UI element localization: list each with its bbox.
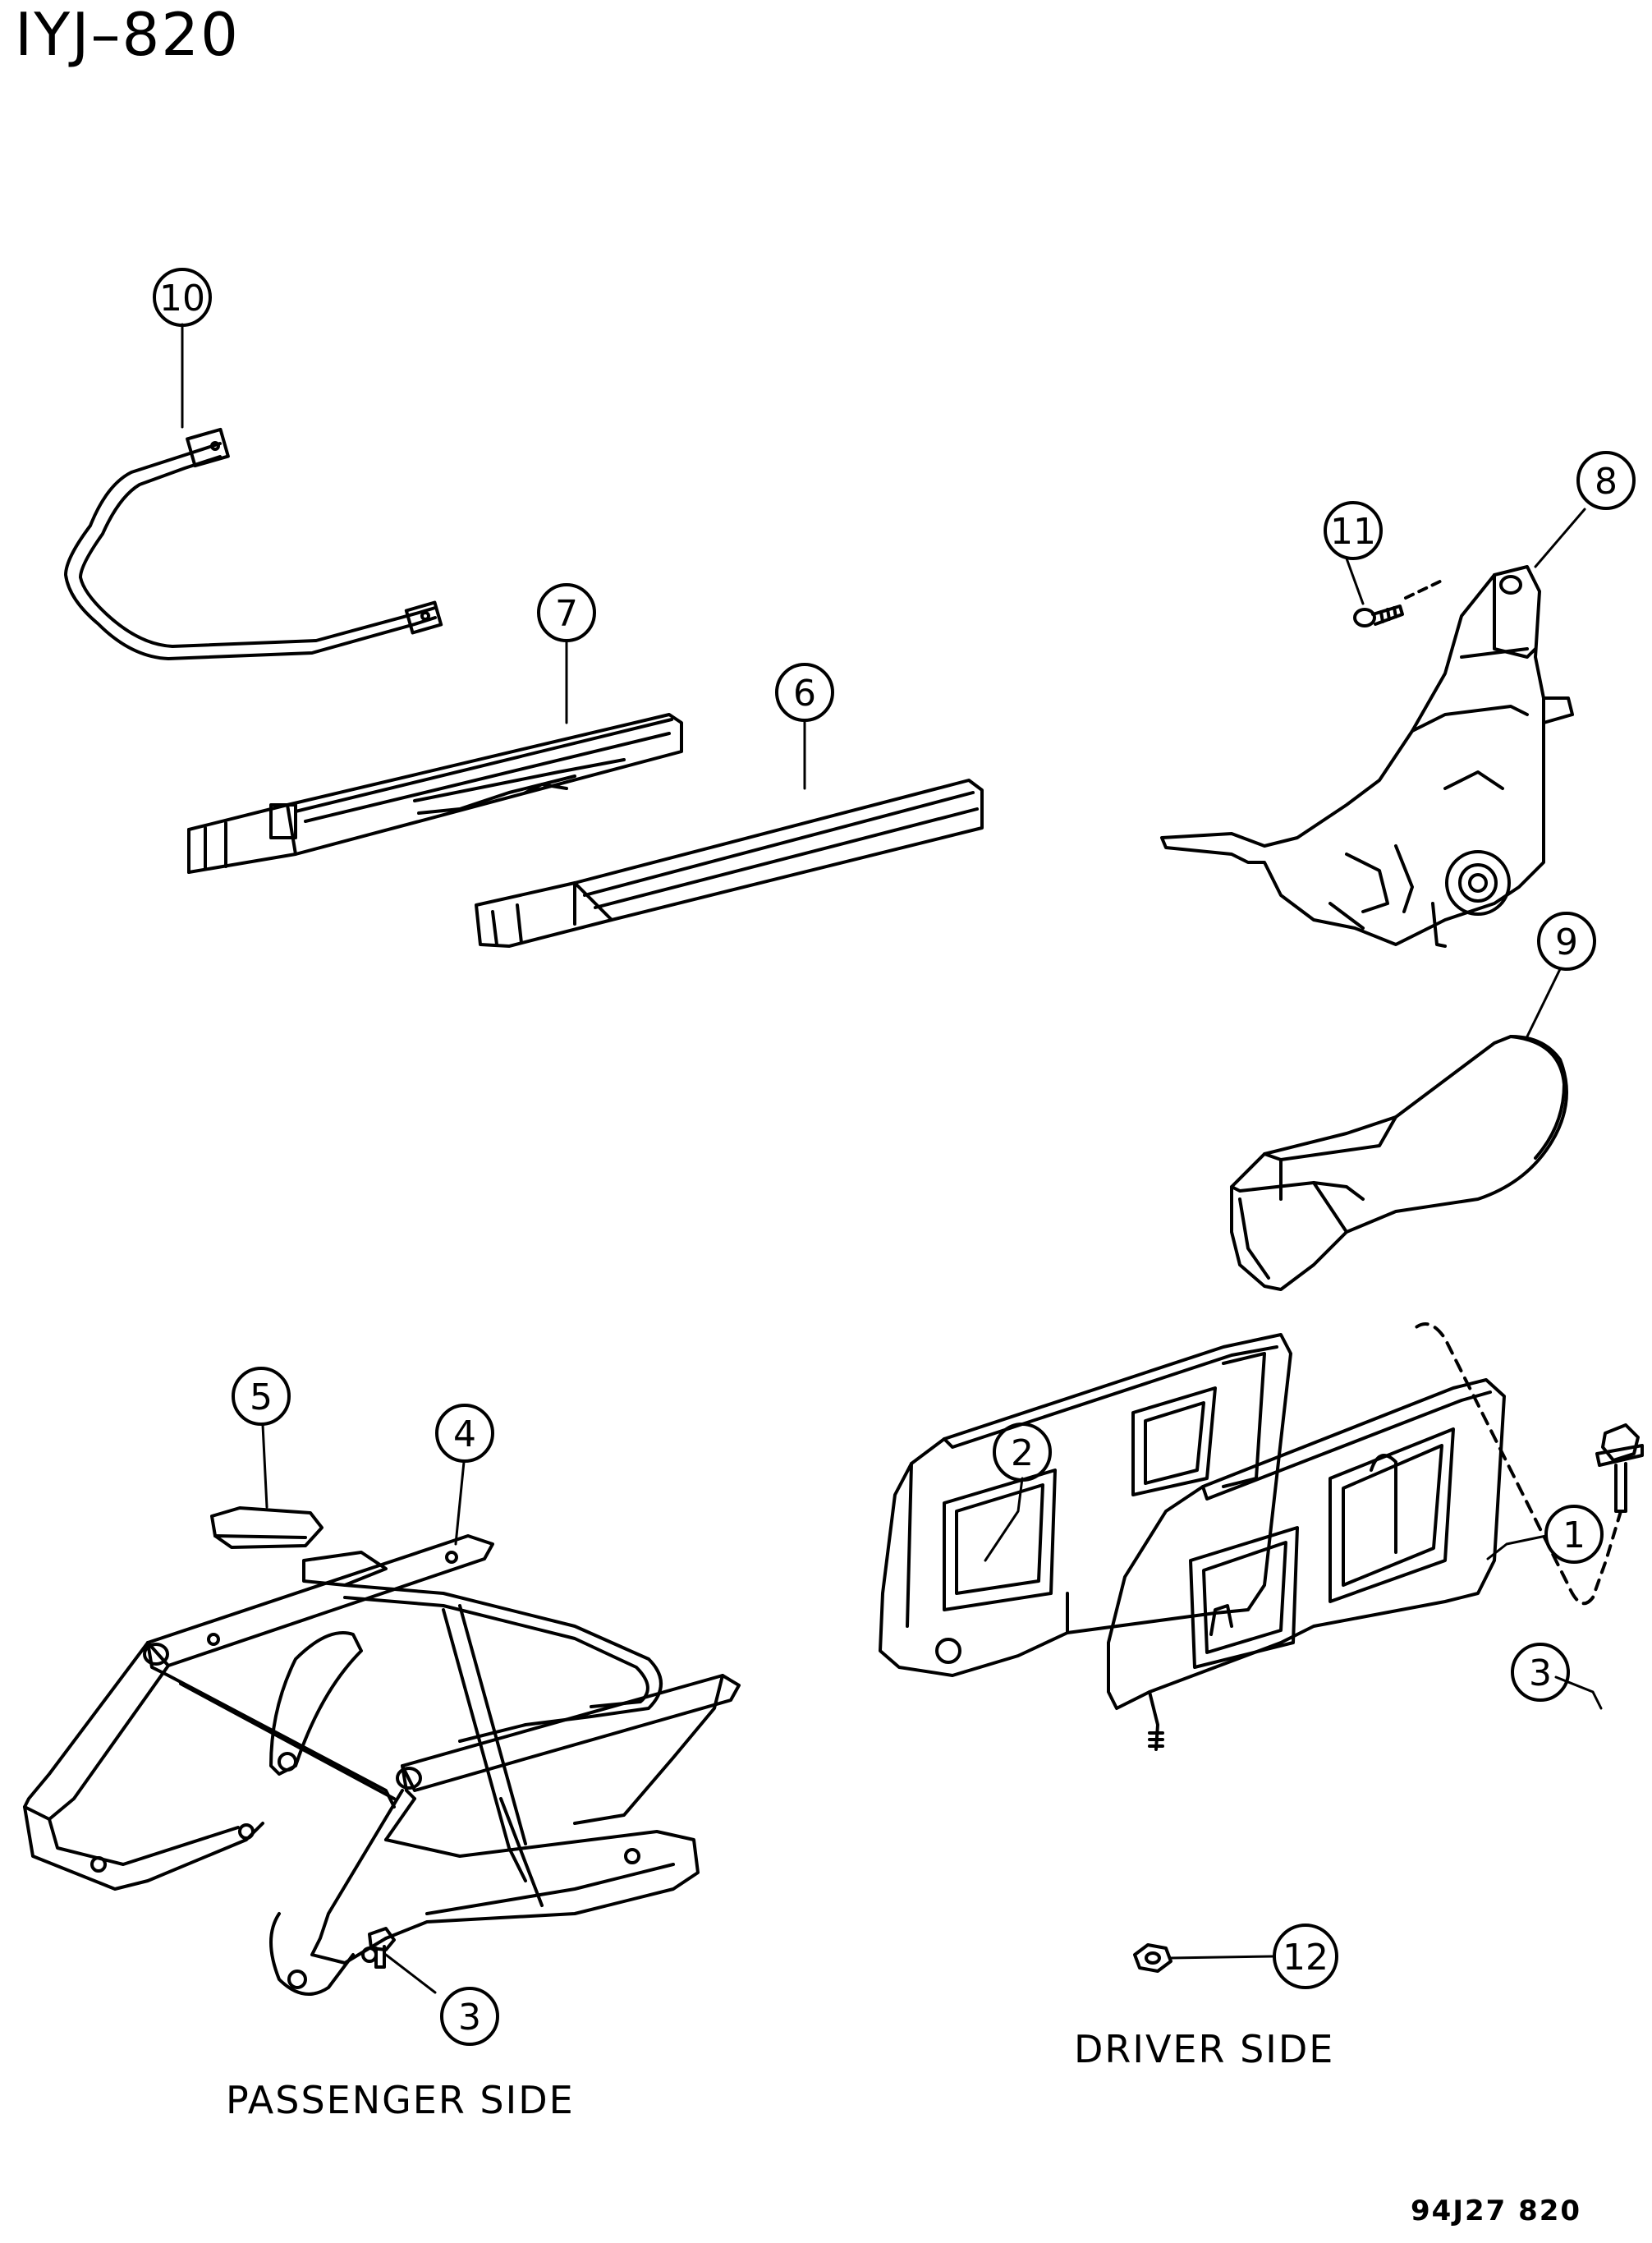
callout-8: 8 (1576, 451, 1636, 510)
part-10-seat-bar (64, 427, 443, 660)
callout-3-driver: 3 (1511, 1643, 1570, 1702)
svg-text:11: 11 (1330, 511, 1376, 553)
part-2-seat-riser-rear (879, 1333, 1292, 1677)
svg-text:12: 12 (1283, 1937, 1328, 1979)
svg-text:4: 4 (453, 1413, 476, 1455)
callout-circles: 10 7 6 11 8 9 (153, 268, 1636, 2046)
part-11-screw (1353, 577, 1447, 627)
svg-text:9: 9 (1555, 922, 1578, 963)
callout-2: 2 (993, 1423, 1052, 1482)
callout-3-passenger: 3 (440, 1987, 499, 2046)
leader-lines (181, 323, 1603, 1994)
passenger-side-caption: PASSENGER SIDE (226, 2078, 575, 2122)
callout-9: 9 (1537, 912, 1596, 971)
part-8-recliner-mechanism (1160, 565, 1574, 948)
svg-text:7: 7 (555, 593, 578, 635)
svg-text:2: 2 (1011, 1432, 1034, 1474)
callout-6: 6 (775, 663, 834, 722)
callout-11: 11 (1324, 501, 1383, 560)
svg-text:3: 3 (458, 1997, 481, 2038)
svg-text:3: 3 (1529, 1652, 1552, 1694)
figure-code: 94J27 820 (1411, 2195, 1582, 2227)
part-3-bolt-driver-side (1411, 1322, 1644, 1606)
part-5-pad (210, 1506, 324, 1549)
callout-5: 5 (232, 1367, 291, 1426)
callout-7: 7 (537, 583, 596, 642)
part-4-seat-frame-passenger (23, 1534, 741, 1996)
svg-text:8: 8 (1595, 461, 1618, 503)
diagram-id: IYJ–820 (15, 0, 240, 69)
part-7-seat-track-adjuster (187, 713, 683, 874)
callout-1: 1 (1544, 1505, 1604, 1564)
driver-side-caption: DRIVER SIDE (1074, 2027, 1335, 2071)
callout-12: 12 (1273, 1924, 1338, 1989)
part-3-bolt-passenger-side (368, 1927, 396, 1969)
svg-text:10: 10 (159, 278, 205, 319)
svg-text:5: 5 (250, 1377, 273, 1418)
part-9-recliner-handle (1230, 1035, 1568, 1291)
part-12-nut (1133, 1943, 1172, 1973)
callout-4: 4 (435, 1404, 494, 1463)
svg-text:1: 1 (1563, 1514, 1585, 1556)
callout-10: 10 (153, 268, 212, 327)
part-6-seat-track (475, 779, 984, 948)
svg-text:6: 6 (793, 673, 816, 715)
part-1-seat-riser-front (1107, 1378, 1506, 1751)
